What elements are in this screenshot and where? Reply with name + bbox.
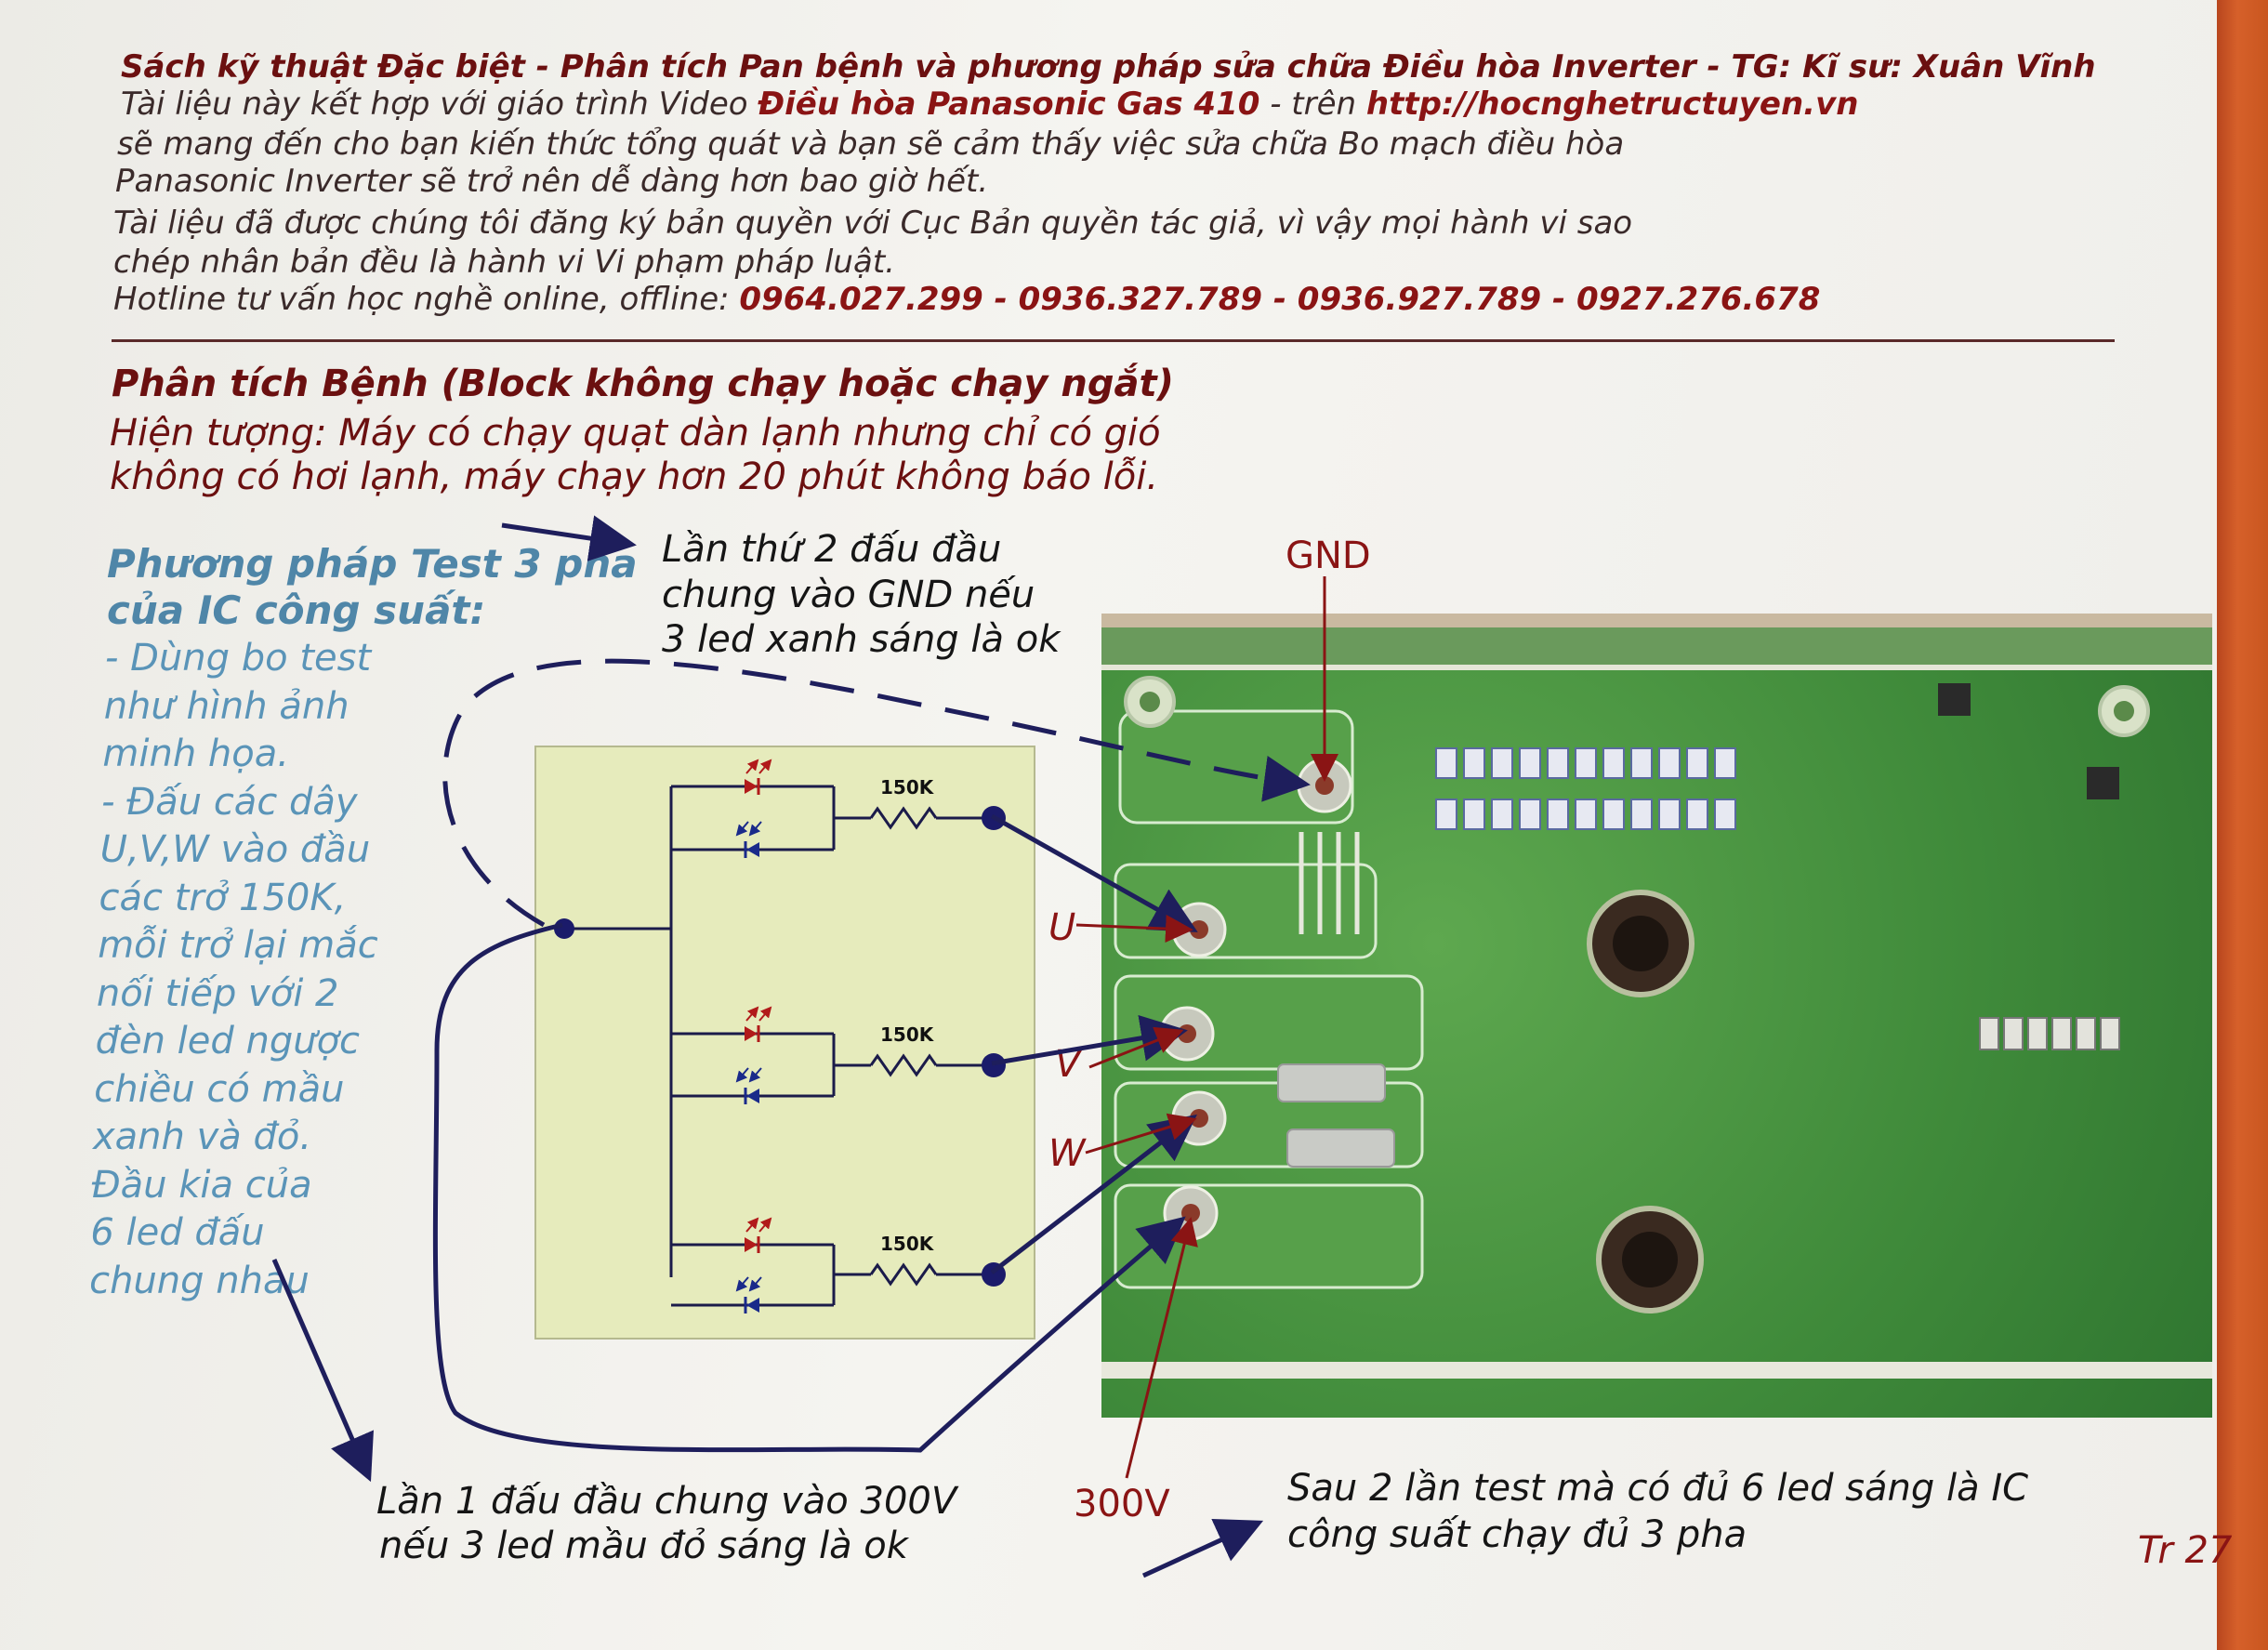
header-line-3: sẽ mang đến cho bạn kiến thức tổng quát … — [117, 125, 1625, 163]
result-note-2: công suất chạy đủ 3 pha — [1287, 1513, 1747, 1556]
header-line-1: Sách kỹ thuật Đặc biệt - Phân tích Pan b… — [121, 48, 2096, 86]
smd-component — [2003, 1017, 2024, 1050]
smd-resistor — [1714, 799, 1736, 830]
smd-resistor — [1519, 747, 1541, 779]
red-led-1 — [745, 759, 772, 795]
method-title-2: của IC công suất: — [107, 587, 486, 633]
smd-resistor — [1435, 799, 1457, 830]
method-step-line: - Đấu các dây — [101, 780, 358, 824]
smd-resistor — [1575, 799, 1597, 830]
method-step-line: mỗi trở lại mắc — [98, 924, 378, 967]
header-text: - trên — [1259, 86, 1366, 123]
smd-resistor — [1491, 747, 1513, 779]
smd-resistor — [1658, 799, 1681, 830]
pcb-photo — [1101, 627, 2212, 1418]
header-text: Tài liệu này kết hợp với giáo trình Vide… — [121, 86, 758, 123]
smd-resistor — [1435, 747, 1457, 779]
method-step-line: các trở 150K, — [99, 876, 347, 919]
method-step-line: Đầu kia của — [91, 1163, 312, 1207]
u-label: U — [1048, 906, 1076, 949]
smd-resistor — [1575, 747, 1597, 779]
method-step-line: như hình ảnh — [103, 684, 349, 728]
smd-resistor — [1686, 747, 1708, 779]
blue-led-2 — [735, 1067, 762, 1104]
red-led-3 — [745, 1217, 772, 1253]
resistor-label-3: 150K — [880, 1233, 935, 1255]
method-step-line: đèn led ngược — [95, 1020, 361, 1063]
smd-component — [2076, 1017, 2096, 1050]
smd-resistor — [1630, 799, 1653, 830]
header-subject: Phân tích Pan bệnh và phương pháp sửa ch… — [560, 48, 1696, 86]
smd-resistor — [1602, 747, 1625, 779]
smd-component — [1979, 1017, 1999, 1050]
method-step-line: minh họa. — [102, 733, 289, 775]
second-test-note-3: 3 led xanh sáng là ok — [662, 618, 1061, 661]
smd-resistor — [1519, 799, 1541, 830]
schematic-drawing: 150K 150K 150K — [554, 759, 1006, 1313]
header-website-link[interactable]: http://hocnghetructuyen.vn — [1365, 86, 1859, 123]
page-edge — [2217, 0, 2268, 1650]
blue-led-3 — [735, 1276, 762, 1313]
resistor-label-1: 150K — [880, 776, 935, 799]
symptom-line-2: không có hơi lạnh, máy chạy hơn 20 phút … — [110, 455, 1159, 498]
header-line-4: Panasonic Inverter sẽ trở nên dễ dàng hơ… — [115, 163, 989, 200]
smd-resistor — [1630, 747, 1653, 779]
smd-resistor — [1686, 799, 1708, 830]
smd-resistor — [1602, 799, 1625, 830]
method-title-1: Phương pháp Test 3 pha — [107, 541, 638, 587]
header-divider — [112, 339, 2115, 342]
smd-resistor — [1658, 747, 1681, 779]
hotline-label: Hotline tư vấn học nghề online, offline: — [113, 281, 740, 318]
gnd-label: GND — [1286, 535, 1371, 577]
red-led-2 — [745, 1006, 772, 1042]
second-test-note-1: Lần thứ 2 đấu đầu — [662, 528, 1002, 571]
header-line-6: chép nhân bản đều là hành vi Vi phạm phá… — [113, 244, 895, 281]
header-line-5: Tài liệu đã được chúng tôi đăng ký bản q… — [113, 205, 1633, 242]
smd-component — [2100, 1017, 2120, 1050]
header-line-7: Hotline tư vấn học nghề online, offline:… — [113, 281, 1820, 318]
first-test-note-1: Lần 1 đấu đầu chung vào 300V — [376, 1480, 957, 1523]
w-label: W — [1048, 1132, 1086, 1175]
result-note-1: Sau 2 lần test mà có đủ 6 led sáng là IC — [1287, 1467, 2029, 1510]
second-test-note-2: chung vào GND nếu — [662, 574, 1035, 616]
method-step-line: - Dùng bo test — [105, 637, 372, 680]
header-line-2: Tài liệu này kết hợp với giáo trình Vide… — [121, 86, 1858, 123]
method-step-line: 6 led đấu — [90, 1211, 265, 1254]
resistor-label-2: 150K — [880, 1023, 935, 1046]
symptom-line-1: Hiện tượng: Máy có chạy quạt dàn lạnh nh… — [110, 412, 1161, 455]
smd-resistor — [1547, 747, 1569, 779]
test-board-schematic: 150K 150K 150K — [534, 746, 1035, 1340]
smd-component — [2051, 1017, 2072, 1050]
blue-led-1 — [735, 821, 762, 858]
method-step-line: xanh và đỏ. — [93, 1115, 312, 1158]
header-author: - TG: Kĩ sư: Xuân Vĩnh — [1695, 48, 2096, 86]
smd-resistor — [1714, 747, 1736, 779]
header-video-title: Điều hòa Panasonic Gas 410 — [758, 86, 1260, 123]
smd-resistor — [1547, 799, 1569, 830]
first-test-note-2: nếu 3 led mầu đỏ sáng là ok — [379, 1525, 908, 1567]
method-step-line: U,V,W vào đầu — [99, 828, 371, 871]
method-step-line: chiều có mầu — [94, 1067, 345, 1111]
method-step-line: nối tiếp với 2 — [96, 971, 339, 1015]
method-step-line: chung nhau — [89, 1259, 310, 1302]
header-book-title: Sách kỹ thuật Đặc biệt - — [121, 48, 560, 86]
smd-component — [2027, 1017, 2048, 1050]
section-title: Phân tích Bệnh (Block không chạy hoặc ch… — [112, 363, 1174, 405]
hotline-numbers: 0964.027.299 - 0936.327.789 - 0936.927.7… — [739, 281, 1821, 318]
page-number: Tr 27 — [2138, 1529, 2233, 1572]
300v-label: 300V — [1074, 1483, 1170, 1525]
smd-resistor — [1463, 799, 1485, 830]
smd-resistor — [1463, 747, 1485, 779]
smd-resistor — [1491, 799, 1513, 830]
